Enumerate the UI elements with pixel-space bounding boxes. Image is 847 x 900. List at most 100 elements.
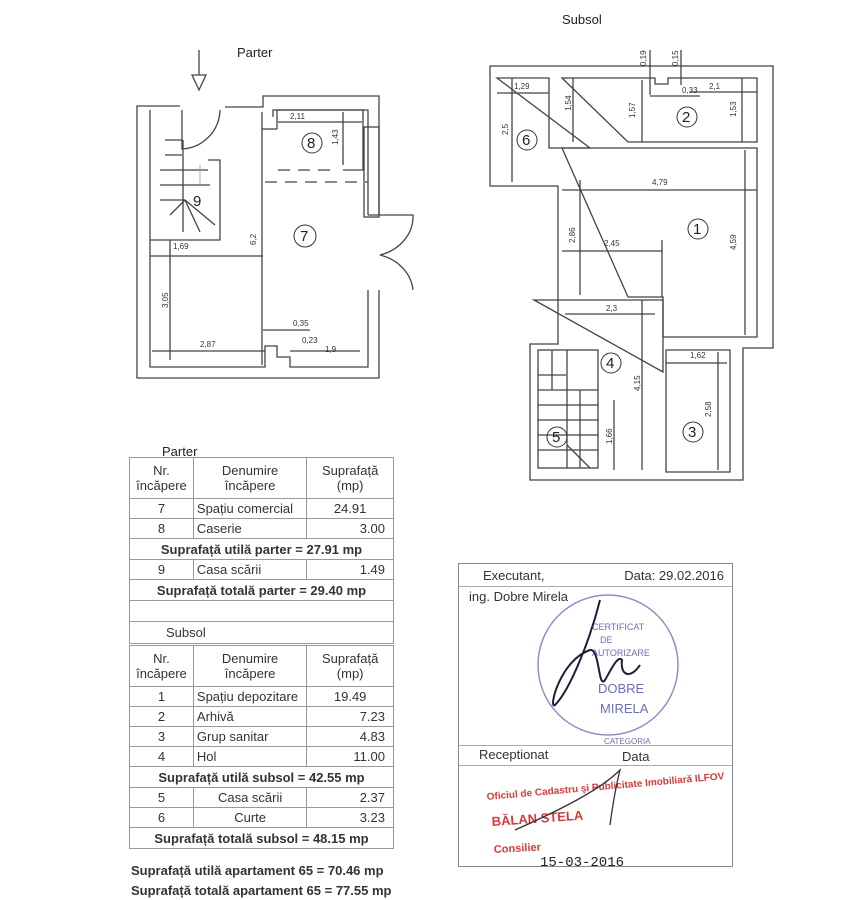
room-area: 7.23 <box>306 706 394 727</box>
column-header: Denumire încăpere <box>192 457 308 499</box>
room-area: 11.00 <box>306 746 394 767</box>
dim-label: 4,15 <box>633 375 642 391</box>
room-6-label: 6 <box>522 132 530 149</box>
room-3-label: 3 <box>688 424 696 441</box>
room-nr: 4 <box>129 746 194 767</box>
dim-label: 0,33 <box>682 86 698 95</box>
room-name: Spațiu depozitare <box>192 686 308 707</box>
dim-label: 1,9 <box>325 345 337 354</box>
room-area: 3.23 <box>306 807 394 828</box>
dim-label: 1,69 <box>173 242 189 251</box>
room-nr: 2 <box>129 706 194 727</box>
subsol-table: Nr. încăpere Denumire încăpere Suprafață… <box>129 645 394 849</box>
dim-label: 1,53 <box>729 101 738 117</box>
received-label: Receptionat <box>479 747 549 762</box>
dim-label: 2,45 <box>604 239 620 248</box>
column-header: Suprafață (mp) <box>306 645 394 687</box>
spacer-row <box>129 600 394 622</box>
room-name: Casa scării <box>192 559 308 580</box>
apartment-useful-total: Suprafață utilă apartament 65 = 70.46 mp <box>131 863 384 878</box>
dim-label: 2,3 <box>606 304 618 313</box>
dim-label: 2,87 <box>200 340 216 349</box>
parter-table-title: Parter <box>162 444 198 459</box>
executant-label: Executant, <box>483 568 545 583</box>
grand-total: Suprafață totală subsol = 48.15 mp <box>129 827 394 849</box>
table-header: Nr. încăpere Denumire încăpere Suprafață… <box>129 457 394 499</box>
dim-label: 4,59 <box>729 234 738 250</box>
subsol-table-title: Subsol <box>129 621 394 644</box>
column-header: Suprafață (mp) <box>306 457 394 499</box>
signature-box: Executant, Data: 29.02.2016 ing. Dobre M… <box>458 563 733 867</box>
column-header: Denumire încăpere <box>192 645 308 687</box>
subsol-plan: Subsol <box>489 12 774 481</box>
executant-date: Data: 29.02.2016 <box>624 568 724 583</box>
room-4-label: 4 <box>606 355 614 372</box>
dim-label: 1,66 <box>605 428 614 444</box>
dim-label: 0,35 <box>293 319 309 328</box>
room-nr: 1 <box>129 686 194 707</box>
dim-label: 1,62 <box>690 351 706 360</box>
received-date-label: Data <box>622 749 650 764</box>
room-5-label: 5 <box>552 429 560 446</box>
room-nr: 9 <box>129 559 194 580</box>
dim-label: 0,19 <box>639 50 648 66</box>
room-nr: 8 <box>129 518 194 539</box>
grand-total: Suprafață totală parter = 29.40 mp <box>129 579 394 601</box>
room-name: Curte <box>192 807 308 828</box>
dim-label: 1,54 <box>564 95 573 111</box>
engineer-name: ing. Dobre Mirela <box>469 589 568 604</box>
room-name: Casa scării <box>192 787 308 808</box>
room-8-label: 8 <box>307 135 315 152</box>
parter-plan-title: Parter <box>237 45 273 60</box>
dim-label: 2,11 <box>290 112 306 121</box>
dim-label: 1,43 <box>331 129 340 145</box>
subsol-plan-title: Subsol <box>562 12 602 27</box>
table-header: Nr. încăpere Denumire încăpere Suprafață… <box>129 645 394 687</box>
dim-label: 2,58 <box>704 401 713 417</box>
room-nr: 6 <box>129 807 194 828</box>
dim-label: 2,1 <box>709 82 721 91</box>
dim-label: 3,05 <box>161 292 170 308</box>
room-area: 19.49 <box>306 686 394 707</box>
room-nr: 7 <box>129 498 194 519</box>
useful-total: Suprafață utilă parter = 27.91 mp <box>129 538 394 560</box>
dim-label: 2,86 <box>568 227 577 243</box>
parter-table: Nr. încăpere Denumire încăpere Suprafață… <box>129 457 394 644</box>
dim-label: 4,79 <box>652 178 668 187</box>
room-area: 4.83 <box>306 726 394 747</box>
dim-label: 1,57 <box>628 102 637 118</box>
dim-label: 2,5 <box>501 123 510 135</box>
dim-label: 1,29 <box>514 82 530 91</box>
parter-plan: Parter <box>136 45 414 379</box>
useful-total: Suprafață utilă subsol = 42.55 mp <box>129 766 394 788</box>
dim-label: 0,15 <box>671 50 680 66</box>
room-area: 2.37 <box>306 787 394 808</box>
room-2-label: 2 <box>682 109 690 126</box>
dim-label: 0,23 <box>302 336 318 345</box>
room-9-label: 9 <box>193 193 201 210</box>
room-name: Caserie <box>192 518 308 539</box>
room-area: 3.00 <box>306 518 394 539</box>
column-header: Nr. încăpere <box>129 457 194 499</box>
room-1-label: 1 <box>693 221 701 238</box>
room-nr: 5 <box>129 787 194 808</box>
room-name: Grup sanitar <box>192 726 308 747</box>
apartment-grand-total: Suprafață totală apartament 65 = 77.55 m… <box>131 883 392 898</box>
room-nr: 3 <box>129 726 194 747</box>
room-name: Spațiu comercial <box>192 498 308 519</box>
entrance-arrow-icon <box>190 50 208 92</box>
room-area: 1.49 <box>306 559 394 580</box>
room-name: Hol <box>192 746 308 767</box>
dim-label: 6,2 <box>249 233 258 245</box>
room-name: Arhivă <box>192 706 308 727</box>
